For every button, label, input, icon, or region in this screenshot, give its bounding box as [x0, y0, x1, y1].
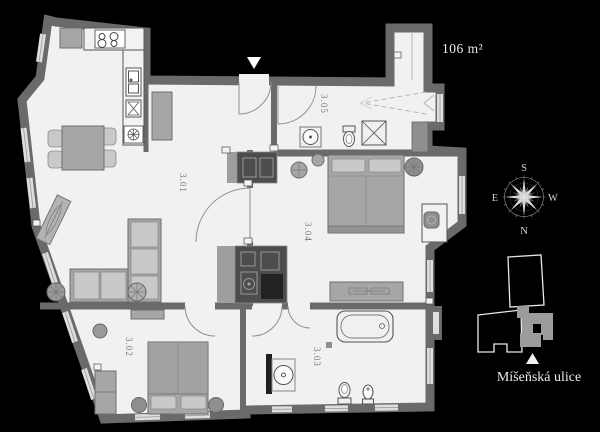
- apartment-plan: 3.01 3.02 3.03 3.04 3.05: [17, 14, 467, 424]
- compass-letter-north: N: [520, 226, 528, 237]
- room-label-3-01: 3.01: [178, 173, 188, 193]
- windows: [20, 33, 465, 421]
- bedroom-302: [92, 309, 224, 415]
- entry-closet: [151, 91, 173, 141]
- building-outline: [507, 254, 545, 308]
- entrance-door: [238, 81, 272, 115]
- fridge: [59, 27, 83, 49]
- tv-sideboard: [130, 309, 165, 320]
- street-label: Míšeňská ulice: [497, 370, 581, 385]
- room-label-3-02: 3.02: [124, 337, 134, 357]
- wardrobes: [217, 151, 288, 304]
- building-outline: [477, 309, 523, 353]
- bathroom-305: [299, 120, 387, 148]
- pillow: [150, 395, 177, 410]
- bidet-icon: [362, 384, 374, 405]
- area-label: 106 m²: [442, 41, 483, 56]
- sideboard: [329, 281, 404, 302]
- wardrobe: [236, 151, 278, 184]
- toilet-icon: [342, 125, 356, 147]
- nightstand: [208, 397, 224, 413]
- dining-table: [61, 125, 105, 171]
- pillow: [331, 158, 366, 173]
- locator-map: [477, 254, 553, 364]
- extractor-fan-icon: [123, 125, 144, 144]
- dining-chair: [47, 150, 64, 169]
- compass-letter-east: E: [492, 193, 498, 204]
- subject-building-courtyard: [533, 324, 541, 333]
- room-label-3-05: 3.05: [319, 94, 329, 114]
- stool: [290, 161, 308, 179]
- entrance-gap: [239, 74, 269, 87]
- corridor-arrow-icon: [358, 91, 435, 115]
- pillow: [368, 158, 402, 173]
- washer-icon: [240, 271, 258, 295]
- kitchen: [59, 27, 173, 146]
- room-label-3-03: 3.03: [312, 347, 322, 367]
- pillow: [180, 395, 207, 410]
- floor-drain: [326, 342, 332, 348]
- dining-area: [35, 125, 117, 246]
- basin-icon: [299, 126, 322, 148]
- compass-rose-icon: S E W N: [492, 163, 558, 237]
- bedroom-304: [290, 121, 448, 302]
- map-pointer-icon: [526, 353, 539, 364]
- entrance-arrow-icon: [247, 57, 261, 69]
- plant-icon: [404, 157, 424, 177]
- vanity-sink-icon: [266, 354, 296, 394]
- jamb-markers: [32, 51, 434, 371]
- living-room: [46, 218, 162, 303]
- stove-icon: [94, 29, 126, 49]
- nightstand: [131, 397, 147, 413]
- shower-icon: [361, 120, 387, 146]
- door-panel: [411, 121, 429, 153]
- compass-letter-south: S: [521, 163, 527, 174]
- dishwasher-icon: [125, 99, 142, 118]
- bathroom-303: [266, 310, 394, 405]
- door-arcs: [184, 85, 317, 337]
- coffee-table: [127, 282, 147, 302]
- toilet-icon: [337, 382, 352, 405]
- radiator: [35, 194, 72, 246]
- dining-chair: [47, 129, 64, 148]
- desk-chair: [423, 211, 440, 229]
- stool: [311, 153, 325, 167]
- plant-icon: [92, 323, 108, 339]
- sink-icon: [125, 67, 142, 97]
- plant-icon: [46, 282, 66, 302]
- bench: [94, 370, 117, 415]
- compass-letter-west: W: [548, 193, 558, 204]
- bathtub-icon: [336, 310, 394, 343]
- room-label-3-04: 3.04: [303, 222, 313, 242]
